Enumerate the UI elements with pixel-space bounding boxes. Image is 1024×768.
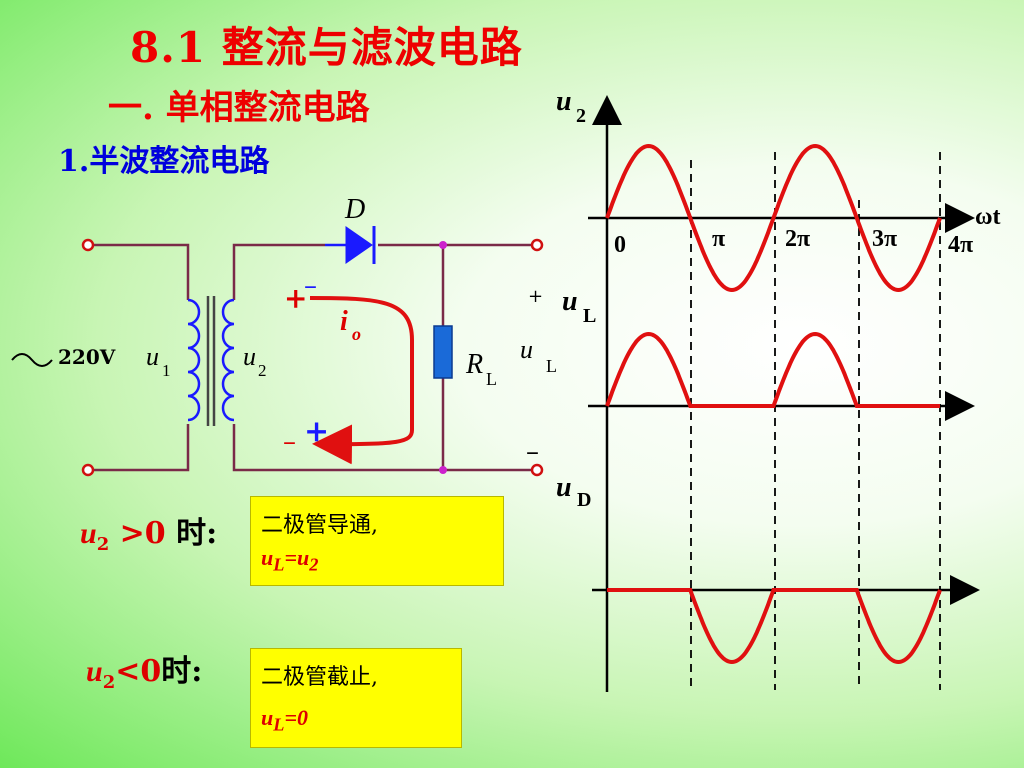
primary-coil bbox=[187, 298, 201, 422]
cond2-suffix: 时: bbox=[161, 654, 203, 689]
condition-positive: u2 >0 时: bbox=[80, 508, 217, 555]
subsection-heading: 1.半波整流电路 bbox=[58, 144, 270, 179]
uD-waveform bbox=[607, 588, 942, 665]
output-plus-sign: + bbox=[528, 286, 543, 307]
diode-symbol bbox=[325, 226, 376, 264]
cond1-suffix: 时: bbox=[176, 516, 218, 551]
period-guides bbox=[690, 152, 941, 690]
current-arrow bbox=[309, 296, 414, 465]
cond1-sub: 2 bbox=[96, 534, 110, 555]
secondary-minus-sign: – bbox=[283, 427, 296, 457]
source-voltage: 220V bbox=[58, 345, 116, 369]
box2-equation: uL=0 bbox=[261, 705, 308, 735]
tick-pi: π bbox=[712, 226, 725, 252]
slide-title: 8.1 整流与滤波电路 bbox=[130, 23, 523, 72]
output-minus-sign: – bbox=[526, 437, 539, 467]
u2-waveform bbox=[605, 143, 942, 293]
circuit-wires bbox=[92, 243, 535, 472]
primary-label: u bbox=[146, 342, 159, 371]
origin-label: 0 bbox=[614, 232, 626, 258]
output-label: u bbox=[520, 335, 533, 364]
terminal-input-bottom bbox=[81, 463, 95, 477]
uD-axis-label: u bbox=[556, 472, 572, 503]
uD-axis-sub: D bbox=[577, 489, 591, 511]
load-label: R bbox=[465, 349, 483, 380]
load-sub: L bbox=[486, 369, 497, 389]
secondary-label: u bbox=[243, 342, 256, 371]
secondary-plus-sign-bottom: + bbox=[304, 414, 329, 449]
current-sub: o bbox=[352, 324, 361, 344]
tick-3pi: 3π bbox=[872, 226, 897, 252]
secondary-sub: 2 bbox=[258, 361, 267, 380]
box1-text: 二极管导通, bbox=[261, 513, 378, 538]
primary-sub: 1 bbox=[162, 361, 171, 380]
uL-waveform bbox=[605, 331, 940, 408]
secondary-coil bbox=[221, 298, 235, 422]
diode-label: D bbox=[344, 194, 365, 225]
condition-negative: u2<0时: bbox=[86, 646, 202, 693]
u2-axis-label: u bbox=[556, 86, 572, 117]
terminal-input-top bbox=[81, 238, 95, 252]
node-bottom bbox=[439, 466, 447, 474]
ac-source-icon bbox=[11, 353, 53, 367]
circuit bbox=[11, 226, 544, 477]
load-resistor bbox=[433, 325, 453, 379]
current-label: i bbox=[340, 306, 348, 337]
cond2-op: <0 bbox=[115, 654, 162, 689]
secondary-plus-sign: + bbox=[284, 282, 307, 315]
waveform-panel bbox=[588, 95, 980, 692]
uL-axis-label: u bbox=[562, 286, 578, 317]
condition-negative-box: 二极管截止, uL=0 bbox=[250, 648, 462, 748]
tick-2pi: 2π bbox=[785, 226, 810, 252]
box1-equation: uL=u2 bbox=[261, 545, 319, 575]
transformer bbox=[187, 296, 235, 426]
terminal-output-bottom bbox=[530, 463, 544, 477]
output-sub: L bbox=[546, 356, 557, 376]
uL-axis-sub: L bbox=[583, 305, 596, 327]
box2-text: 二极管截止, bbox=[261, 665, 378, 690]
cond2-sub: 2 bbox=[102, 672, 116, 693]
x-axis-label: ωt bbox=[975, 204, 1001, 230]
cond1-var: u bbox=[80, 517, 97, 550]
tick-4pi: 4π bbox=[948, 232, 973, 258]
diode-minus-sign: – bbox=[304, 271, 317, 301]
cond2-var: u bbox=[86, 655, 103, 688]
condition-positive-box: 二极管导通, uL=u2 bbox=[250, 496, 504, 586]
u2-axis-sub: 2 bbox=[576, 105, 586, 127]
terminal-output-top bbox=[530, 238, 544, 252]
node-top bbox=[439, 241, 447, 249]
section-heading: 一. 单相整流电路 bbox=[108, 88, 370, 128]
cond1-op: >0 bbox=[109, 516, 177, 551]
terminals bbox=[81, 238, 544, 477]
